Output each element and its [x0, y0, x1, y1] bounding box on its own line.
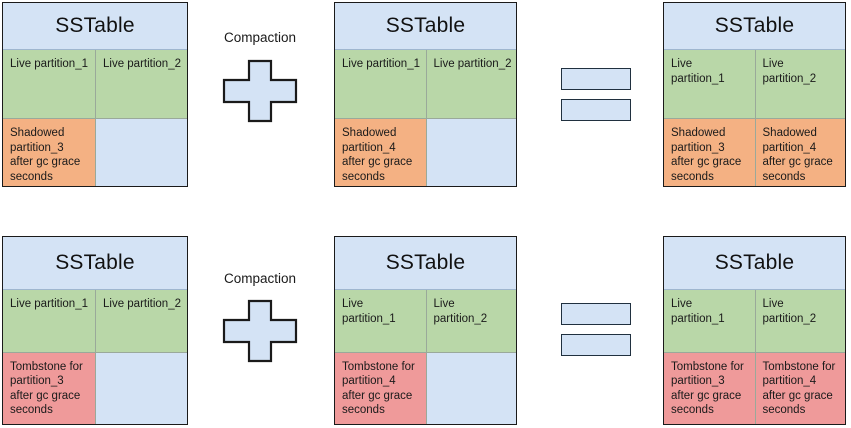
sstable-shadowed-row: Shadowed partition_3 after gc grace seco…	[664, 119, 845, 186]
partition-cell-live-2: Live partition_2	[425, 50, 516, 119]
partition-cell-live-2: Live partition_2	[425, 290, 516, 352]
sstable-shadowed-row: Shadowed partition_3 after gc grace seco…	[3, 119, 187, 186]
partition-cell-tombstone-4: Tombstone for partition_4 after gc grace…	[335, 352, 426, 424]
partition-cell-tombstone-4: Tombstone for partition_4 after gc grace…	[754, 352, 845, 424]
sstable-title: SSTable	[335, 3, 516, 50]
sstable-title: SSTable	[664, 3, 845, 50]
equals-operator-bar-top-lower	[561, 99, 631, 121]
equals-operator-bar-bottom-upper	[561, 303, 631, 325]
partition-cell-empty	[95, 119, 187, 186]
sstable-tombstone-row: Tombstone for partition_3 after gc grace…	[3, 352, 187, 424]
sstable-bottom-output: SSTable Live partition_1 Live partition_…	[663, 236, 846, 425]
partition-cell-live-1: Live partition_1	[3, 50, 95, 119]
operator-label-compaction-top: Compaction	[223, 30, 297, 45]
sstable-live-row: Live partition_1 Live partition_2	[335, 290, 516, 353]
plus-operator-icon-bottom	[222, 299, 298, 363]
sstable-live-row: Live partition_1 Live partition_2	[3, 290, 187, 353]
sstable-top-input-b: SSTable Live partition_1 Live partition_…	[334, 2, 517, 187]
partition-cell-live-2: Live partition_2	[754, 50, 845, 119]
partition-cell-live-1: Live partition_1	[335, 290, 426, 352]
partition-cell-shadowed-3: Shadowed partition_3 after gc grace seco…	[3, 119, 95, 186]
partition-cell-shadowed-3: Shadowed partition_3 after gc grace seco…	[664, 119, 755, 186]
partition-cell-live-1: Live partition_1	[3, 290, 95, 352]
partition-cell-shadowed-4: Shadowed partition_4 after gc grace seco…	[754, 119, 845, 186]
sstable-live-row: Live partition_1 Live partition_2	[664, 50, 845, 120]
equals-operator-bar-top-upper	[561, 68, 631, 90]
partition-cell-live-1: Live partition_1	[335, 50, 426, 119]
sstable-bottom-input-b: SSTable Live partition_1 Live partition_…	[334, 236, 517, 425]
partition-cell-live-2: Live partition_2	[754, 290, 845, 352]
sstable-live-row: Live partition_1 Live partition_2	[664, 290, 845, 353]
sstable-title: SSTable	[664, 237, 845, 290]
partition-cell-live-1: Live partition_1	[664, 50, 755, 119]
sstable-top-input-a: SSTable Live partition_1 Live partition_…	[2, 2, 188, 187]
plus-operator-icon-top	[222, 59, 298, 123]
sstable-bottom-input-a: SSTable Live partition_1 Live partition_…	[2, 236, 188, 425]
sstable-title: SSTable	[3, 3, 187, 50]
partition-cell-empty	[425, 352, 516, 424]
sstable-live-row: Live partition_1 Live partition_2	[335, 50, 516, 120]
sstable-live-row: Live partition_1 Live partition_2	[3, 50, 187, 120]
partition-cell-empty	[425, 119, 516, 186]
partition-cell-tombstone-3: Tombstone for partition_3 after gc grace…	[3, 352, 95, 424]
partition-cell-empty	[95, 352, 187, 424]
sstable-top-output: SSTable Live partition_1 Live partition_…	[663, 2, 846, 187]
equals-operator-bar-bottom-lower	[561, 334, 631, 356]
sstable-tombstone-row: Tombstone for partition_4 after gc grace…	[335, 352, 516, 424]
partition-cell-live-2: Live partition_2	[95, 50, 187, 119]
partition-cell-tombstone-3: Tombstone for partition_3 after gc grace…	[664, 352, 755, 424]
partition-cell-live-1: Live partition_1	[664, 290, 755, 352]
sstable-title: SSTable	[335, 237, 516, 290]
operator-label-compaction-bottom: Compaction	[223, 271, 297, 286]
sstable-shadowed-row: Shadowed partition_4 after gc grace seco…	[335, 119, 516, 186]
sstable-title: SSTable	[3, 237, 187, 290]
partition-cell-shadowed-4: Shadowed partition_4 after gc grace seco…	[335, 119, 426, 186]
sstable-tombstone-row: Tombstone for partition_3 after gc grace…	[664, 352, 845, 424]
partition-cell-live-2: Live partition_2	[95, 290, 187, 352]
